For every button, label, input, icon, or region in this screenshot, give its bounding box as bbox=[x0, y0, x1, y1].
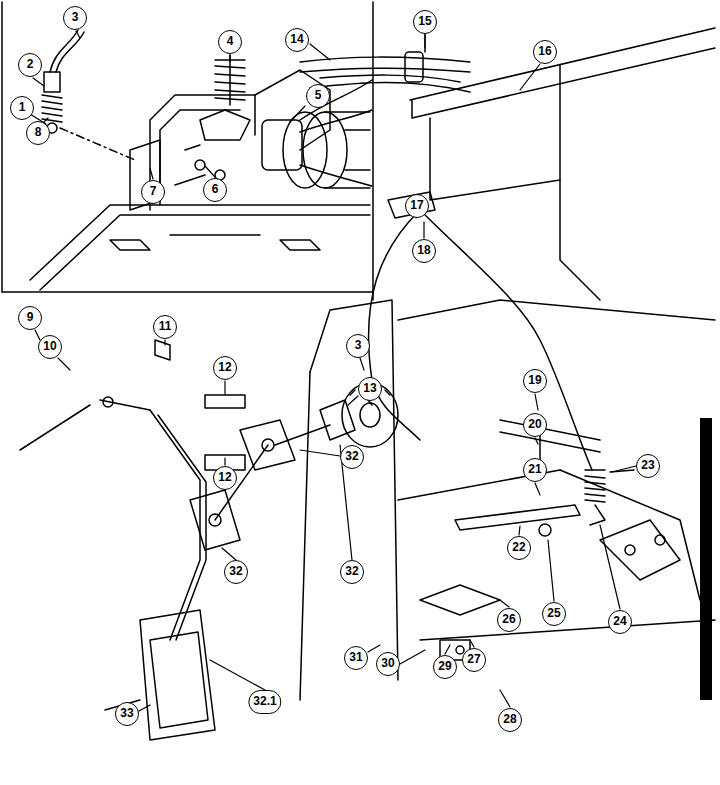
callout-number: 24 bbox=[608, 610, 632, 634]
callout-number: 22 bbox=[507, 536, 531, 560]
callout-number: 8 bbox=[26, 121, 50, 145]
callout-number: 31 bbox=[344, 646, 368, 670]
callout-number: 25 bbox=[542, 602, 566, 626]
callout-number: 6 bbox=[203, 178, 227, 202]
callout-number: 7 bbox=[141, 180, 165, 204]
callout-number: 19 bbox=[523, 369, 547, 393]
callout-number: 32 bbox=[224, 560, 248, 584]
callout-number: 23 bbox=[636, 454, 660, 478]
callout-number: 26 bbox=[497, 608, 521, 632]
pedal-bracket bbox=[190, 395, 355, 550]
callout-number: 17 bbox=[405, 194, 429, 218]
firewall bbox=[300, 300, 715, 700]
callout-number: 27 bbox=[462, 648, 486, 672]
callout-number: 32.1 bbox=[248, 690, 281, 714]
callout-number: 3 bbox=[346, 334, 370, 358]
callout-number: 12 bbox=[213, 356, 237, 380]
callout-number: 32 bbox=[340, 445, 364, 469]
callout-number: 30 bbox=[376, 652, 400, 676]
callout-number: 28 bbox=[498, 708, 522, 732]
callout-number: 3 bbox=[63, 6, 87, 30]
callout-number: 32 bbox=[340, 560, 364, 584]
callout-number: 2 bbox=[18, 53, 42, 77]
callout-number: 29 bbox=[433, 655, 457, 679]
callout-number: 20 bbox=[523, 413, 547, 437]
callout-number: 14 bbox=[285, 28, 309, 52]
callout-number: 12 bbox=[213, 466, 237, 490]
throttle-cable-end bbox=[42, 30, 135, 160]
callout-number: 1 bbox=[10, 96, 34, 120]
callout-number: 5 bbox=[306, 84, 330, 108]
callout-number: 33 bbox=[115, 702, 139, 726]
callout-number: 4 bbox=[218, 30, 242, 54]
linkage bbox=[420, 420, 634, 660]
callout-number: 18 bbox=[412, 239, 436, 263]
callout-number: 10 bbox=[38, 335, 62, 359]
accelerator-pedal bbox=[20, 340, 215, 740]
callout-number: 11 bbox=[153, 315, 177, 339]
callout-number: 21 bbox=[523, 458, 547, 482]
section-tab bbox=[700, 418, 712, 700]
callout-number: 15 bbox=[413, 10, 437, 34]
carburetor bbox=[30, 55, 372, 290]
crossmember bbox=[388, 28, 715, 300]
wire-harness bbox=[300, 34, 470, 92]
callout-number: 16 bbox=[533, 40, 557, 64]
inset-frame bbox=[2, 2, 373, 300]
callout-number: 9 bbox=[18, 306, 42, 330]
callout-number: 13 bbox=[358, 377, 382, 401]
leader-lines bbox=[30, 31, 636, 711]
